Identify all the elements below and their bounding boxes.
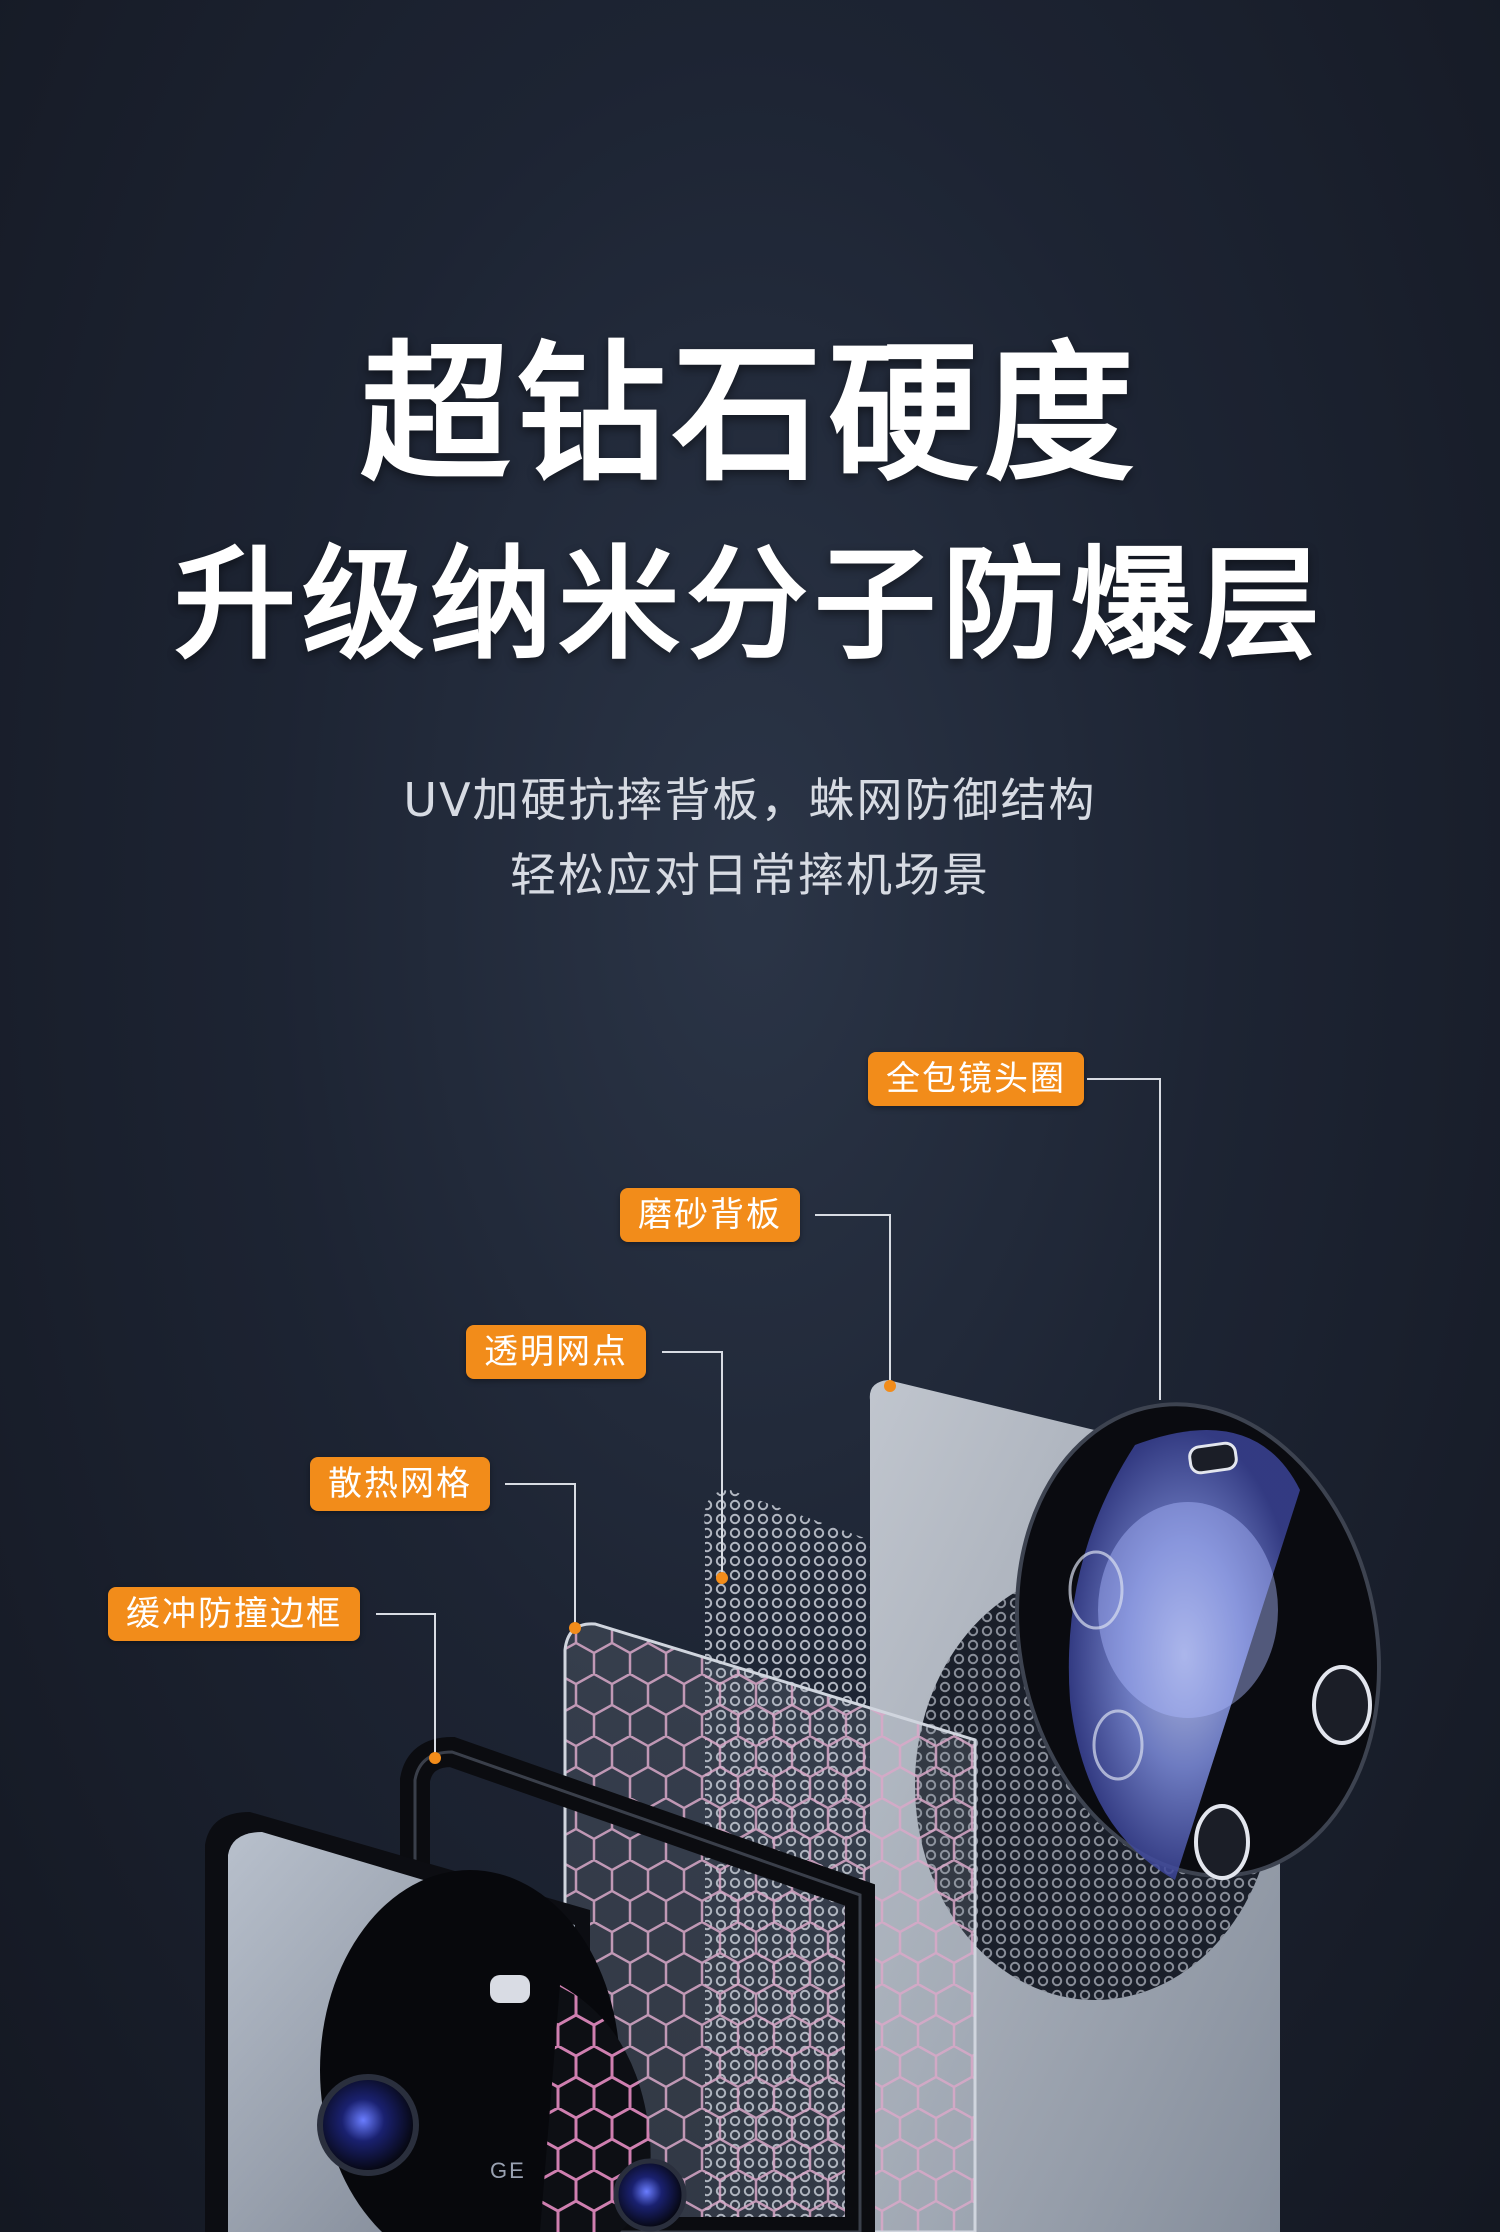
headline-subtitle: 升级纳米分子防爆层 bbox=[174, 534, 1326, 676]
tag-lens-ring: 全包镜头圈 bbox=[868, 1052, 1084, 1106]
tag-frosted-back: 磨砂背板 bbox=[620, 1188, 800, 1242]
leader-dots bbox=[429, 1380, 896, 1764]
tag-clear-dots: 透明网点 bbox=[466, 1325, 646, 1379]
leader-lines bbox=[376, 1078, 1161, 1758]
tag-heat-grid: 散热网格 bbox=[310, 1457, 490, 1511]
tag-bumper-frame: 缓冲防撞边框 bbox=[108, 1587, 360, 1641]
feature-description-line-2: 轻松应对日常摔机场景 bbox=[510, 848, 990, 902]
headline-title: 超钻石硬度 bbox=[359, 328, 1140, 502]
lens-ring bbox=[1014, 1402, 1382, 1880]
assembled-phone: GE bbox=[205, 1812, 687, 2232]
feature-description-line-1: UV加硬抗摔背板，蛛网防御结构 bbox=[403, 773, 1097, 827]
phone-brand-text: GE bbox=[490, 2158, 526, 2183]
